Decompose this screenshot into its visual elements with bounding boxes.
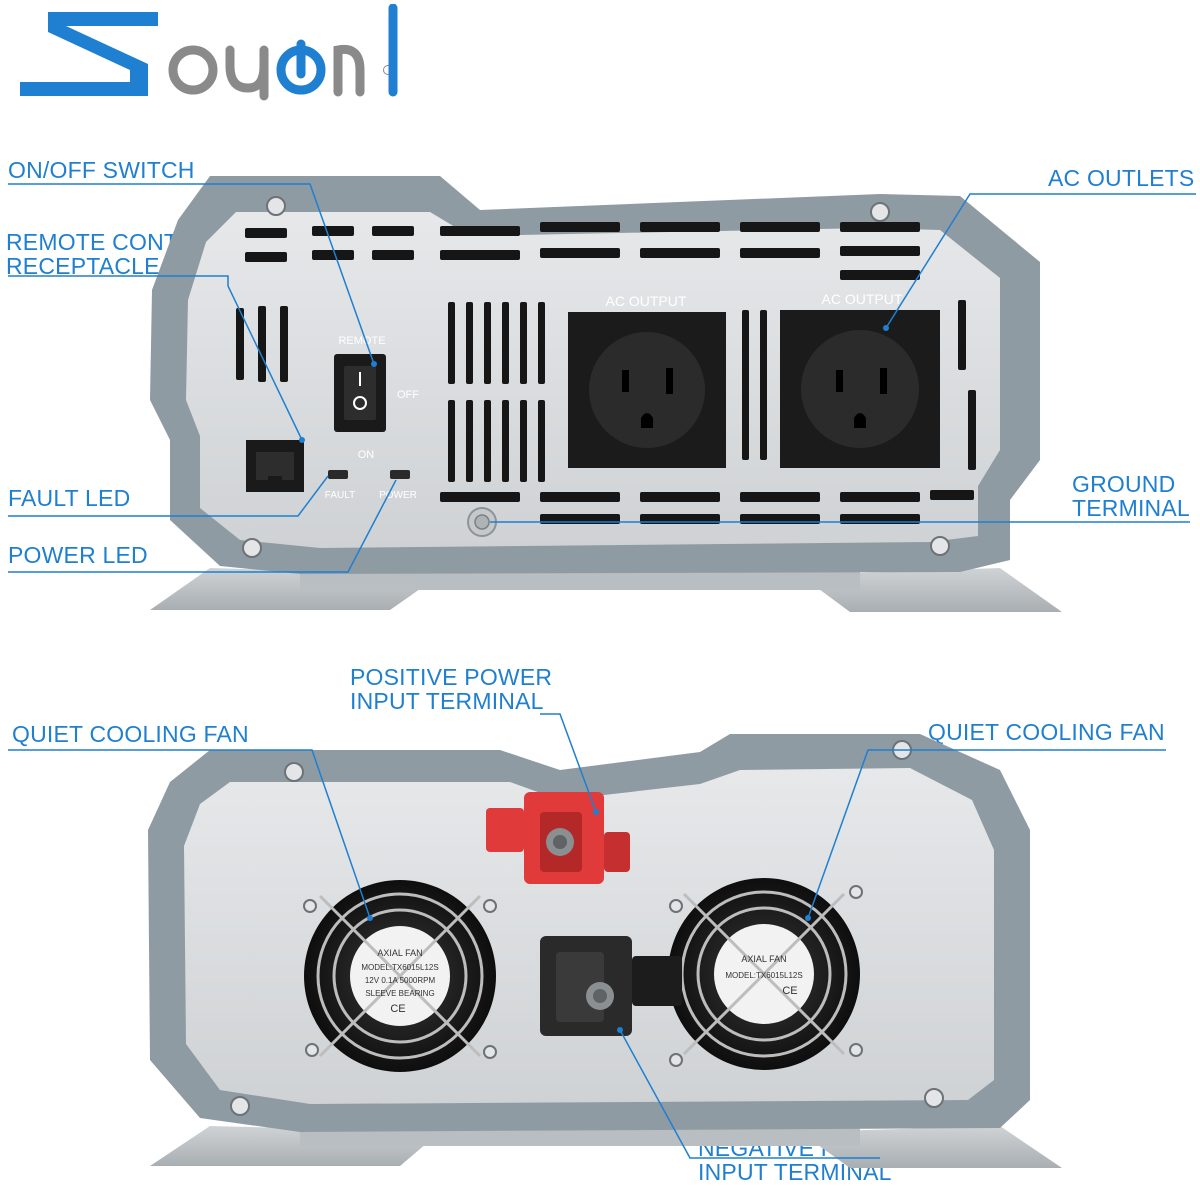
callout-positive-terminal: POSITIVE POWER INPUT TERMINAL bbox=[350, 664, 553, 714]
top-vent-row bbox=[245, 222, 920, 280]
ac-outlet-icon bbox=[780, 310, 940, 468]
rear-device: AXIAL FAN MODEL:TX6015L12S 12V 0.1A 5000… bbox=[8, 713, 1166, 1168]
soyond-logo-icon bbox=[20, 4, 398, 101]
fan-right-line-2: MODEL:TX6015L12S bbox=[725, 971, 802, 980]
callout-on-off-switch: ON/OFF SWITCH bbox=[8, 157, 195, 183]
power-label: POWER bbox=[379, 490, 417, 501]
left-vertical-vents bbox=[236, 306, 288, 382]
outlet-label-left: AC OUTPUT bbox=[606, 293, 687, 309]
fan-left-line-2: MODEL:TX6015L12S bbox=[361, 963, 438, 972]
bottom-vent-row bbox=[440, 490, 974, 524]
pointer-dot bbox=[883, 325, 889, 331]
pointer-dot bbox=[805, 915, 811, 921]
fault-led-icon bbox=[328, 470, 348, 479]
terminal-positive-icon bbox=[486, 792, 630, 884]
switch-off-label: OFF bbox=[397, 389, 419, 401]
base-foot-right bbox=[800, 568, 1062, 612]
front-device: AC OUTPUT AC OUTPUT REMOTE OFF ON FAULT bbox=[8, 176, 1196, 612]
outlet-label-right: AC OUTPUT bbox=[822, 291, 903, 307]
switch-on-label: ON bbox=[358, 449, 375, 461]
pointer-lines-bottom bbox=[8, 713, 1166, 1159]
callout-ground-terminal: GROUND TERMINAL bbox=[1072, 471, 1190, 521]
rj45-port-icon bbox=[246, 440, 304, 492]
terminal-negative-icon bbox=[540, 936, 682, 1036]
fan-right-mark: CE bbox=[782, 985, 797, 997]
fan-left-line-1: AXIAL FAN bbox=[377, 948, 422, 958]
fan-left-mark: CE bbox=[390, 1003, 405, 1015]
pointer-dot bbox=[367, 915, 373, 921]
pointer-lines-top bbox=[8, 183, 1196, 573]
mid-vertical-vents bbox=[448, 300, 976, 482]
fan-left-line-3: 12V 0.1A 5000RPM bbox=[365, 976, 436, 985]
pointer-dot bbox=[371, 361, 377, 367]
fault-label: FAULT bbox=[325, 490, 355, 501]
callout-power-led: POWER LED bbox=[8, 542, 148, 568]
rocker-switch-icon bbox=[334, 354, 386, 432]
ac-outlet-icon bbox=[568, 312, 726, 468]
power-led-icon bbox=[390, 470, 410, 479]
callout-fault-led: FAULT LED bbox=[8, 485, 131, 511]
pointer-dot bbox=[593, 809, 599, 815]
ground-bolt-icon bbox=[467, 507, 497, 537]
fan-grille-icon bbox=[304, 880, 496, 1072]
callout-quiet-fan-right: QUIET COOLING FAN bbox=[928, 719, 1165, 745]
pointer-dot bbox=[617, 1027, 623, 1033]
pointer-dot bbox=[299, 437, 305, 443]
callout-ac-outlets: AC OUTLETS bbox=[1048, 165, 1195, 191]
fan-left-line-4: SLEEVE BEARING bbox=[365, 989, 434, 998]
switch-top-label: REMOTE bbox=[338, 335, 385, 347]
screw-icon bbox=[230, 740, 944, 1116]
fan-right-line-1: AXIAL FAN bbox=[741, 954, 786, 964]
fan-grille-icon bbox=[668, 878, 860, 1070]
callout-quiet-fan-left: QUIET COOLING FAN bbox=[12, 721, 249, 747]
screw-icon bbox=[242, 196, 950, 558]
